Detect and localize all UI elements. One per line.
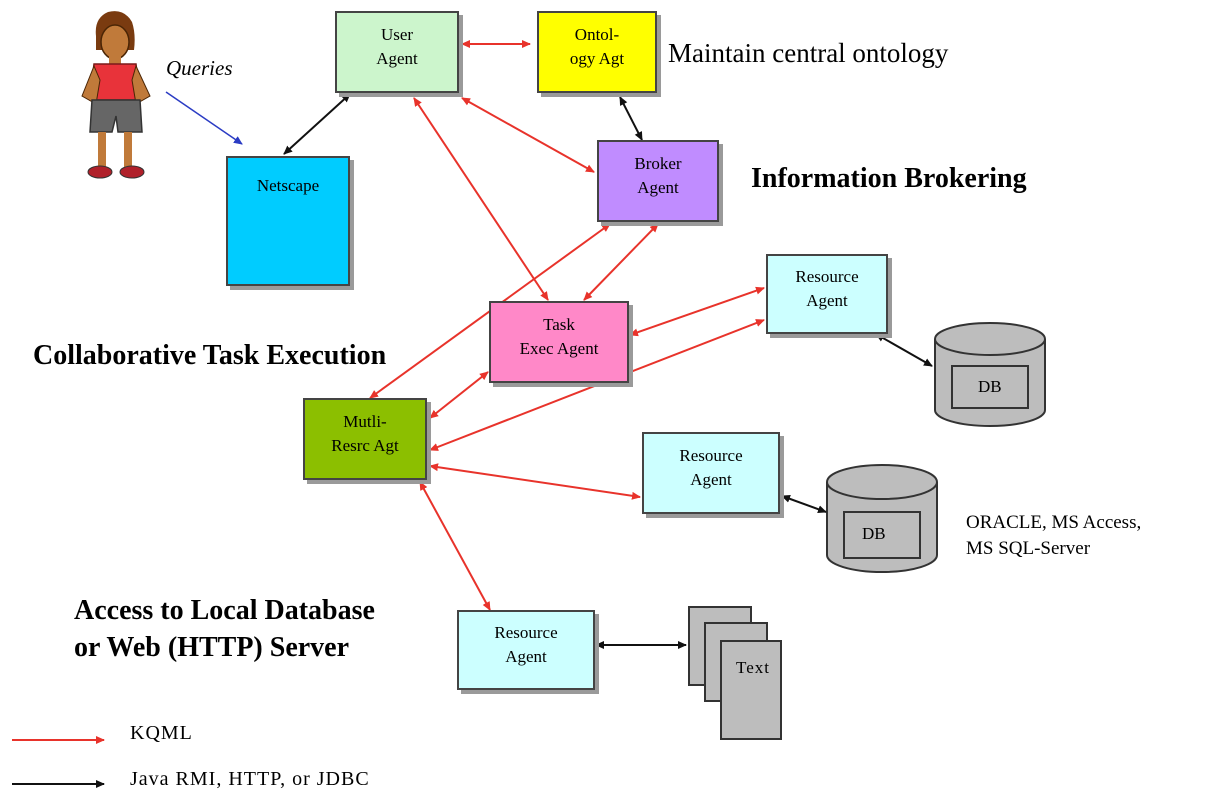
resource-agent-label-2: Resource Agent: [679, 446, 743, 489]
link-ontology-broker: [619, 96, 643, 141]
database-cylinder-1: [934, 322, 1046, 427]
kqml-multi-resource2: [429, 463, 641, 500]
text-doc-label: Text: [736, 658, 770, 677]
ontology-agent-label: Ontol- ogy Agt: [569, 25, 625, 68]
text-doc-front: Text: [720, 640, 782, 740]
kqml-task-multi: [429, 371, 489, 419]
ontology-annotation: Maintain central ontology: [668, 38, 949, 68]
resource-agent-node-2: Resource Agent: [642, 432, 780, 514]
legend-java-label: Java RMI, HTTP, or JDBC: [130, 768, 370, 790]
multi-resource-agent-node: Mutli- Resrc Agt: [303, 398, 427, 480]
link-resource2-db: [781, 494, 827, 514]
user-agent-node: User Agent: [335, 11, 459, 93]
database-label-1: DB: [978, 377, 1002, 396]
user-agent-label: User Agent: [376, 25, 418, 68]
link-netscape-user: [283, 93, 351, 155]
kqml-user-broker: [461, 97, 595, 173]
resource-agent-label-3: Resource Agent: [494, 623, 558, 666]
broker-agent-label: Broker Agent: [634, 154, 682, 197]
broker-agent-node: Broker Agent: [597, 140, 719, 222]
multi-resource-agent-label: Mutli- Resrc Agt: [331, 412, 399, 455]
resource-agent-label-1: Resource Agent: [795, 267, 859, 310]
database-label-2: DB: [862, 524, 886, 543]
kqml-user-task: [413, 97, 549, 301]
queries-arrow: [165, 91, 243, 145]
netscape-label: Netscape: [256, 176, 320, 195]
database-cylinder-2: [826, 464, 938, 573]
netscape-node: Netscape: [226, 156, 350, 286]
user-person-icon: [81, 11, 151, 179]
link-resource1-db: [875, 333, 933, 367]
brokering-annotation: Information Brokering: [751, 163, 1027, 194]
collaborative-annotation: Collaborative Task Execution: [33, 340, 387, 371]
kqml-multi-resource1: [429, 319, 765, 451]
db-systems-annotation: ORACLE, MS Access, MS SQL-Server: [966, 512, 1142, 559]
queries-label: Queries: [166, 56, 233, 80]
kqml-broker-task: [583, 223, 659, 301]
resource-agent-node-1: Resource Agent: [766, 254, 888, 334]
task-exec-agent-node: Task Exec Agent: [489, 301, 629, 383]
kqml-multi-resource3: [419, 481, 491, 611]
resource-agent-node-3: Resource Agent: [457, 610, 595, 690]
ontology-agent-node: Ontol- ogy Agt: [537, 11, 657, 93]
task-exec-agent-label: Task Exec Agent: [519, 315, 599, 358]
access-annotation: Access to Local Database or Web (HTTP) S…: [74, 595, 375, 663]
legend-kqml-label: KQML: [130, 722, 193, 744]
